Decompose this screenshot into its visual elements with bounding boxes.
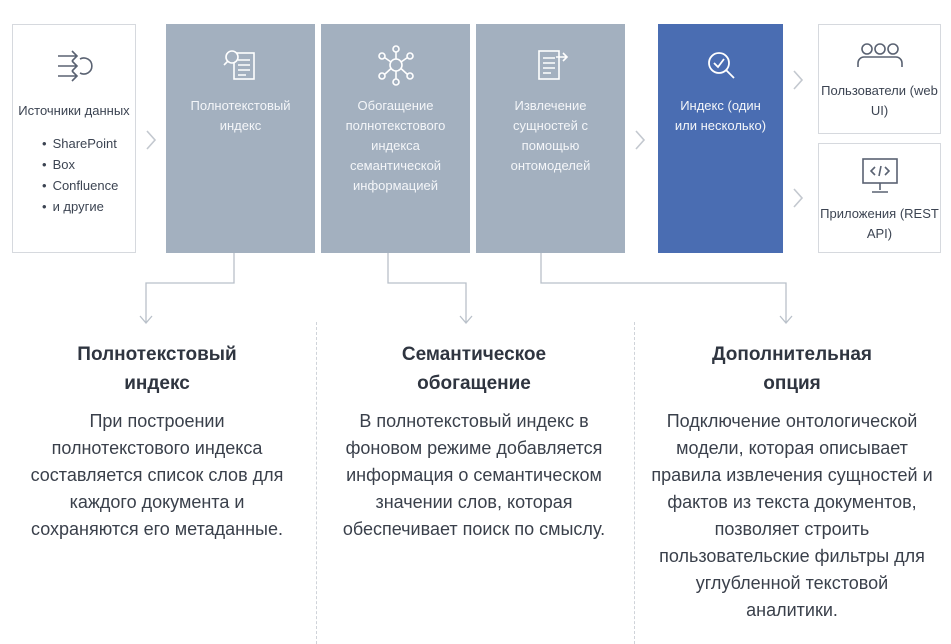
stage-semantic-enrichment: Обогащение полнотекстового индекса семан… bbox=[321, 24, 470, 253]
sources-title: Источники данных bbox=[18, 103, 130, 118]
connector-fulltext bbox=[145, 253, 235, 322]
stage-fulltext-index: Полнотекстовый индекс bbox=[166, 24, 315, 253]
source-item: Box bbox=[42, 154, 118, 175]
chevron-right-icon bbox=[635, 130, 646, 150]
chevron-right-icon bbox=[793, 188, 804, 208]
column-body: При построении полнотекстового индекса с… bbox=[30, 411, 284, 539]
stage-entity-extraction: Извлечение сущностей с помощью онтомодел… bbox=[476, 24, 625, 253]
column-body: Подключение онтологической модели, котор… bbox=[651, 411, 933, 620]
stage-label: Извлечение сущностей с помощью онтомодел… bbox=[510, 98, 591, 173]
index-label: Индекс (один или несколько) bbox=[674, 98, 767, 133]
column-title: Дополнительная опция bbox=[712, 344, 872, 394]
output-label: Приложения (REST API) bbox=[820, 206, 939, 241]
column-semantic: Семантическое обогащение В полнотекстовы… bbox=[326, 340, 622, 543]
source-item: и другие bbox=[42, 196, 118, 217]
stage-label: Полнотекстовый индекс bbox=[190, 98, 291, 133]
arrow-head-2 bbox=[459, 315, 473, 324]
output-apps-box: Приложения (REST API) bbox=[818, 143, 941, 253]
arrow-head-1 bbox=[139, 315, 153, 324]
output-label: Пользователи (web UI) bbox=[821, 83, 938, 118]
sources-list: SharePoint Box Confluence и другие bbox=[42, 133, 119, 217]
monitor-code-icon bbox=[859, 156, 901, 196]
column-body: В полнотекстовый индекс в фоновом режиме… bbox=[342, 411, 606, 539]
chevron-right-icon bbox=[146, 130, 157, 150]
connector-semantic bbox=[387, 253, 467, 322]
index-box: Индекс (один или несколько) bbox=[658, 24, 783, 253]
column-optional: Дополнительная опция Подключение онтолог… bbox=[644, 340, 940, 624]
column-title: Семантическое обогащение bbox=[401, 344, 547, 394]
users-icon bbox=[855, 39, 905, 73]
column-divider bbox=[316, 322, 317, 644]
search-icon bbox=[700, 44, 742, 86]
document-search-icon bbox=[220, 44, 262, 86]
column-divider bbox=[634, 322, 635, 644]
network-nodes-icon bbox=[375, 44, 417, 86]
stage-label: Обогащение полнотекстового индекса семан… bbox=[345, 98, 446, 193]
connector-extraction bbox=[540, 253, 787, 322]
column-title: Полнотекстовый индекс bbox=[77, 344, 237, 394]
column-fulltext: Полнотекстовый индекс При построении пол… bbox=[16, 340, 298, 543]
chevron-right-icon bbox=[793, 70, 804, 90]
source-item: Confluence bbox=[42, 175, 119, 196]
sources-box: Источники данных SharePoint Box Confluen… bbox=[12, 24, 136, 253]
document-export-icon bbox=[530, 44, 572, 86]
source-item: SharePoint bbox=[42, 133, 118, 154]
arrow-head-3 bbox=[779, 315, 793, 324]
output-users-box: Пользователи (web UI) bbox=[818, 24, 941, 134]
merge-arrows-icon bbox=[53, 45, 95, 87]
